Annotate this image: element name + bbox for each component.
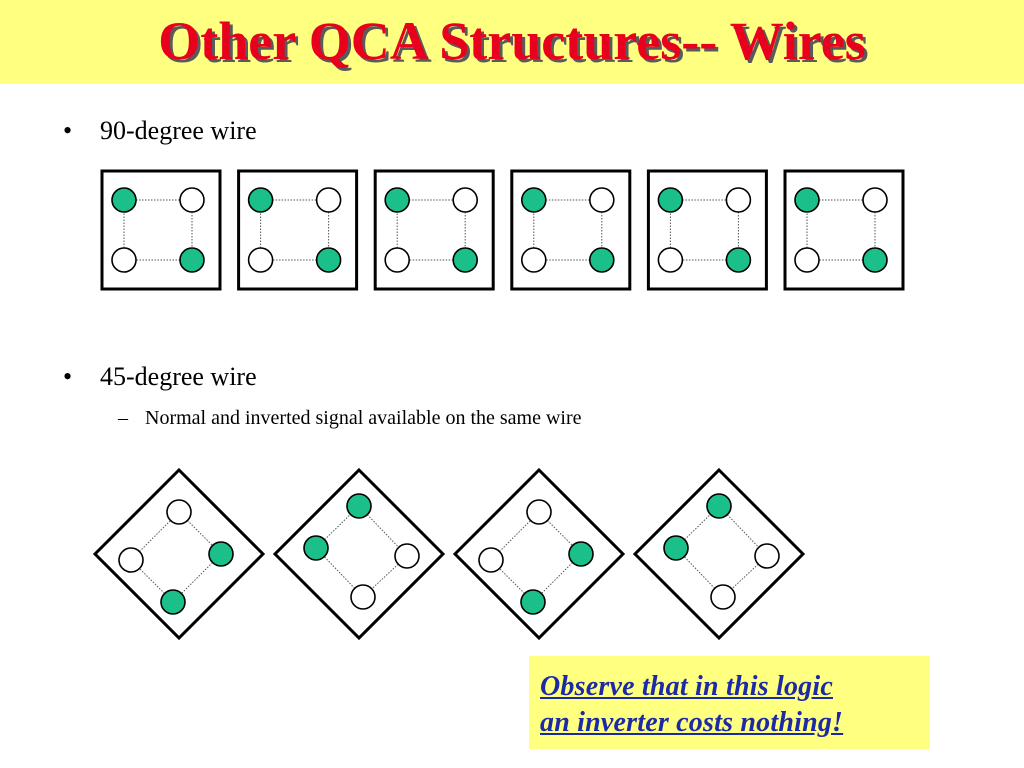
quantum-dot-filled xyxy=(520,589,546,615)
wire-45-cell-frame xyxy=(272,467,446,641)
wire-90-cell-3 xyxy=(373,169,495,291)
quantum-dot-empty xyxy=(588,187,615,213)
wire-90-cell-6 xyxy=(783,169,905,291)
wire-90-cell-2 xyxy=(237,169,359,291)
wire-90-cell-5 xyxy=(646,169,768,291)
quantum-dot-filled xyxy=(179,247,205,273)
quantum-dot-empty xyxy=(526,499,552,525)
quantum-dot-filled xyxy=(315,247,342,273)
wire-45-cell-1 xyxy=(92,467,266,641)
quantum-dot-empty xyxy=(452,187,479,213)
quantum-dot-empty xyxy=(118,547,144,573)
quantum-dot-empty xyxy=(754,543,780,569)
quantum-dot-empty xyxy=(394,543,420,569)
quantum-dot-empty xyxy=(166,499,192,525)
cell-link-line xyxy=(532,553,582,603)
quantum-dot-filled xyxy=(160,589,186,615)
quantum-dot-empty xyxy=(111,247,137,273)
quantum-dot-empty xyxy=(179,187,205,213)
cell-link-line xyxy=(490,511,540,561)
wire-45-degree-row xyxy=(92,467,806,641)
quantum-dot-filled xyxy=(384,187,411,213)
bullet-45-degree: • 45-degree wire xyxy=(63,362,257,392)
bullet-marker: • xyxy=(63,116,73,145)
wire-45-cell-frame xyxy=(92,467,266,641)
wire-45-cell-4 xyxy=(632,467,806,641)
cell-link-line xyxy=(675,547,724,598)
wire-45-cell-2 xyxy=(272,467,446,641)
quantum-dot-empty xyxy=(520,247,547,273)
quantum-dot-filled xyxy=(303,535,329,561)
callout-box: Observe that in this logic an inverter c… xyxy=(529,656,930,749)
sub-bullet: – Normal and inverted signal available o… xyxy=(118,406,582,430)
quantum-dot-empty xyxy=(862,187,888,213)
quantum-dot-empty xyxy=(657,247,684,273)
quantum-dot-empty xyxy=(725,187,752,213)
quantum-dot-filled xyxy=(520,187,547,213)
quantum-dot-empty xyxy=(794,247,820,273)
quantum-dot-filled xyxy=(568,541,594,567)
quantum-dot-empty xyxy=(710,584,736,610)
wire-90-cell-4 xyxy=(510,169,632,291)
sub-bullet-marker: – xyxy=(118,407,128,429)
callout-text: Observe that in this logic an inverter c… xyxy=(540,669,843,741)
quantum-dot-filled xyxy=(794,187,820,213)
cell-link-line xyxy=(172,553,222,603)
bullet-text-90: 90-degree wire xyxy=(100,116,257,145)
bullet-text-45: 45-degree wire xyxy=(100,362,257,391)
wire-90-cell-1 xyxy=(100,169,222,291)
quantum-dot-empty xyxy=(384,247,411,273)
quantum-dot-filled xyxy=(663,535,689,561)
quantum-dot-filled xyxy=(346,493,372,519)
quantum-dot-filled xyxy=(862,247,888,273)
callout-line-1: Observe that in this logic xyxy=(540,671,833,702)
bullet-90-degree: • 90-degree wire xyxy=(63,116,257,146)
quantum-dot-filled xyxy=(247,187,274,213)
cell-link-line xyxy=(315,547,364,598)
slide-title: Other QCA Structures-- Wires xyxy=(158,11,866,71)
wire-45-cell-3 xyxy=(452,467,626,641)
callout-line-2: an inverter costs nothing! xyxy=(540,707,844,738)
quantum-dot-empty xyxy=(350,584,376,610)
wire-45-cell-frame xyxy=(632,467,806,641)
quantum-dot-filled xyxy=(706,493,732,519)
quantum-dot-filled xyxy=(725,247,752,273)
quantum-dot-empty xyxy=(247,247,274,273)
cell-link-line xyxy=(130,511,180,561)
quantum-dot-filled xyxy=(111,187,137,213)
quantum-dot-filled xyxy=(208,541,234,567)
quantum-dot-empty xyxy=(315,187,342,213)
wire-90-degree-row xyxy=(100,169,905,291)
quantum-dot-filled xyxy=(588,247,615,273)
wire-45-cell-frame xyxy=(452,467,626,641)
quantum-dot-empty xyxy=(478,547,504,573)
quantum-dot-filled xyxy=(657,187,684,213)
sub-bullet-text: Normal and inverted signal available on … xyxy=(145,407,582,429)
quantum-dot-filled xyxy=(452,247,479,273)
title-banner: Other QCA Structures-- Wires xyxy=(0,0,1024,84)
bullet-marker: • xyxy=(63,362,73,391)
